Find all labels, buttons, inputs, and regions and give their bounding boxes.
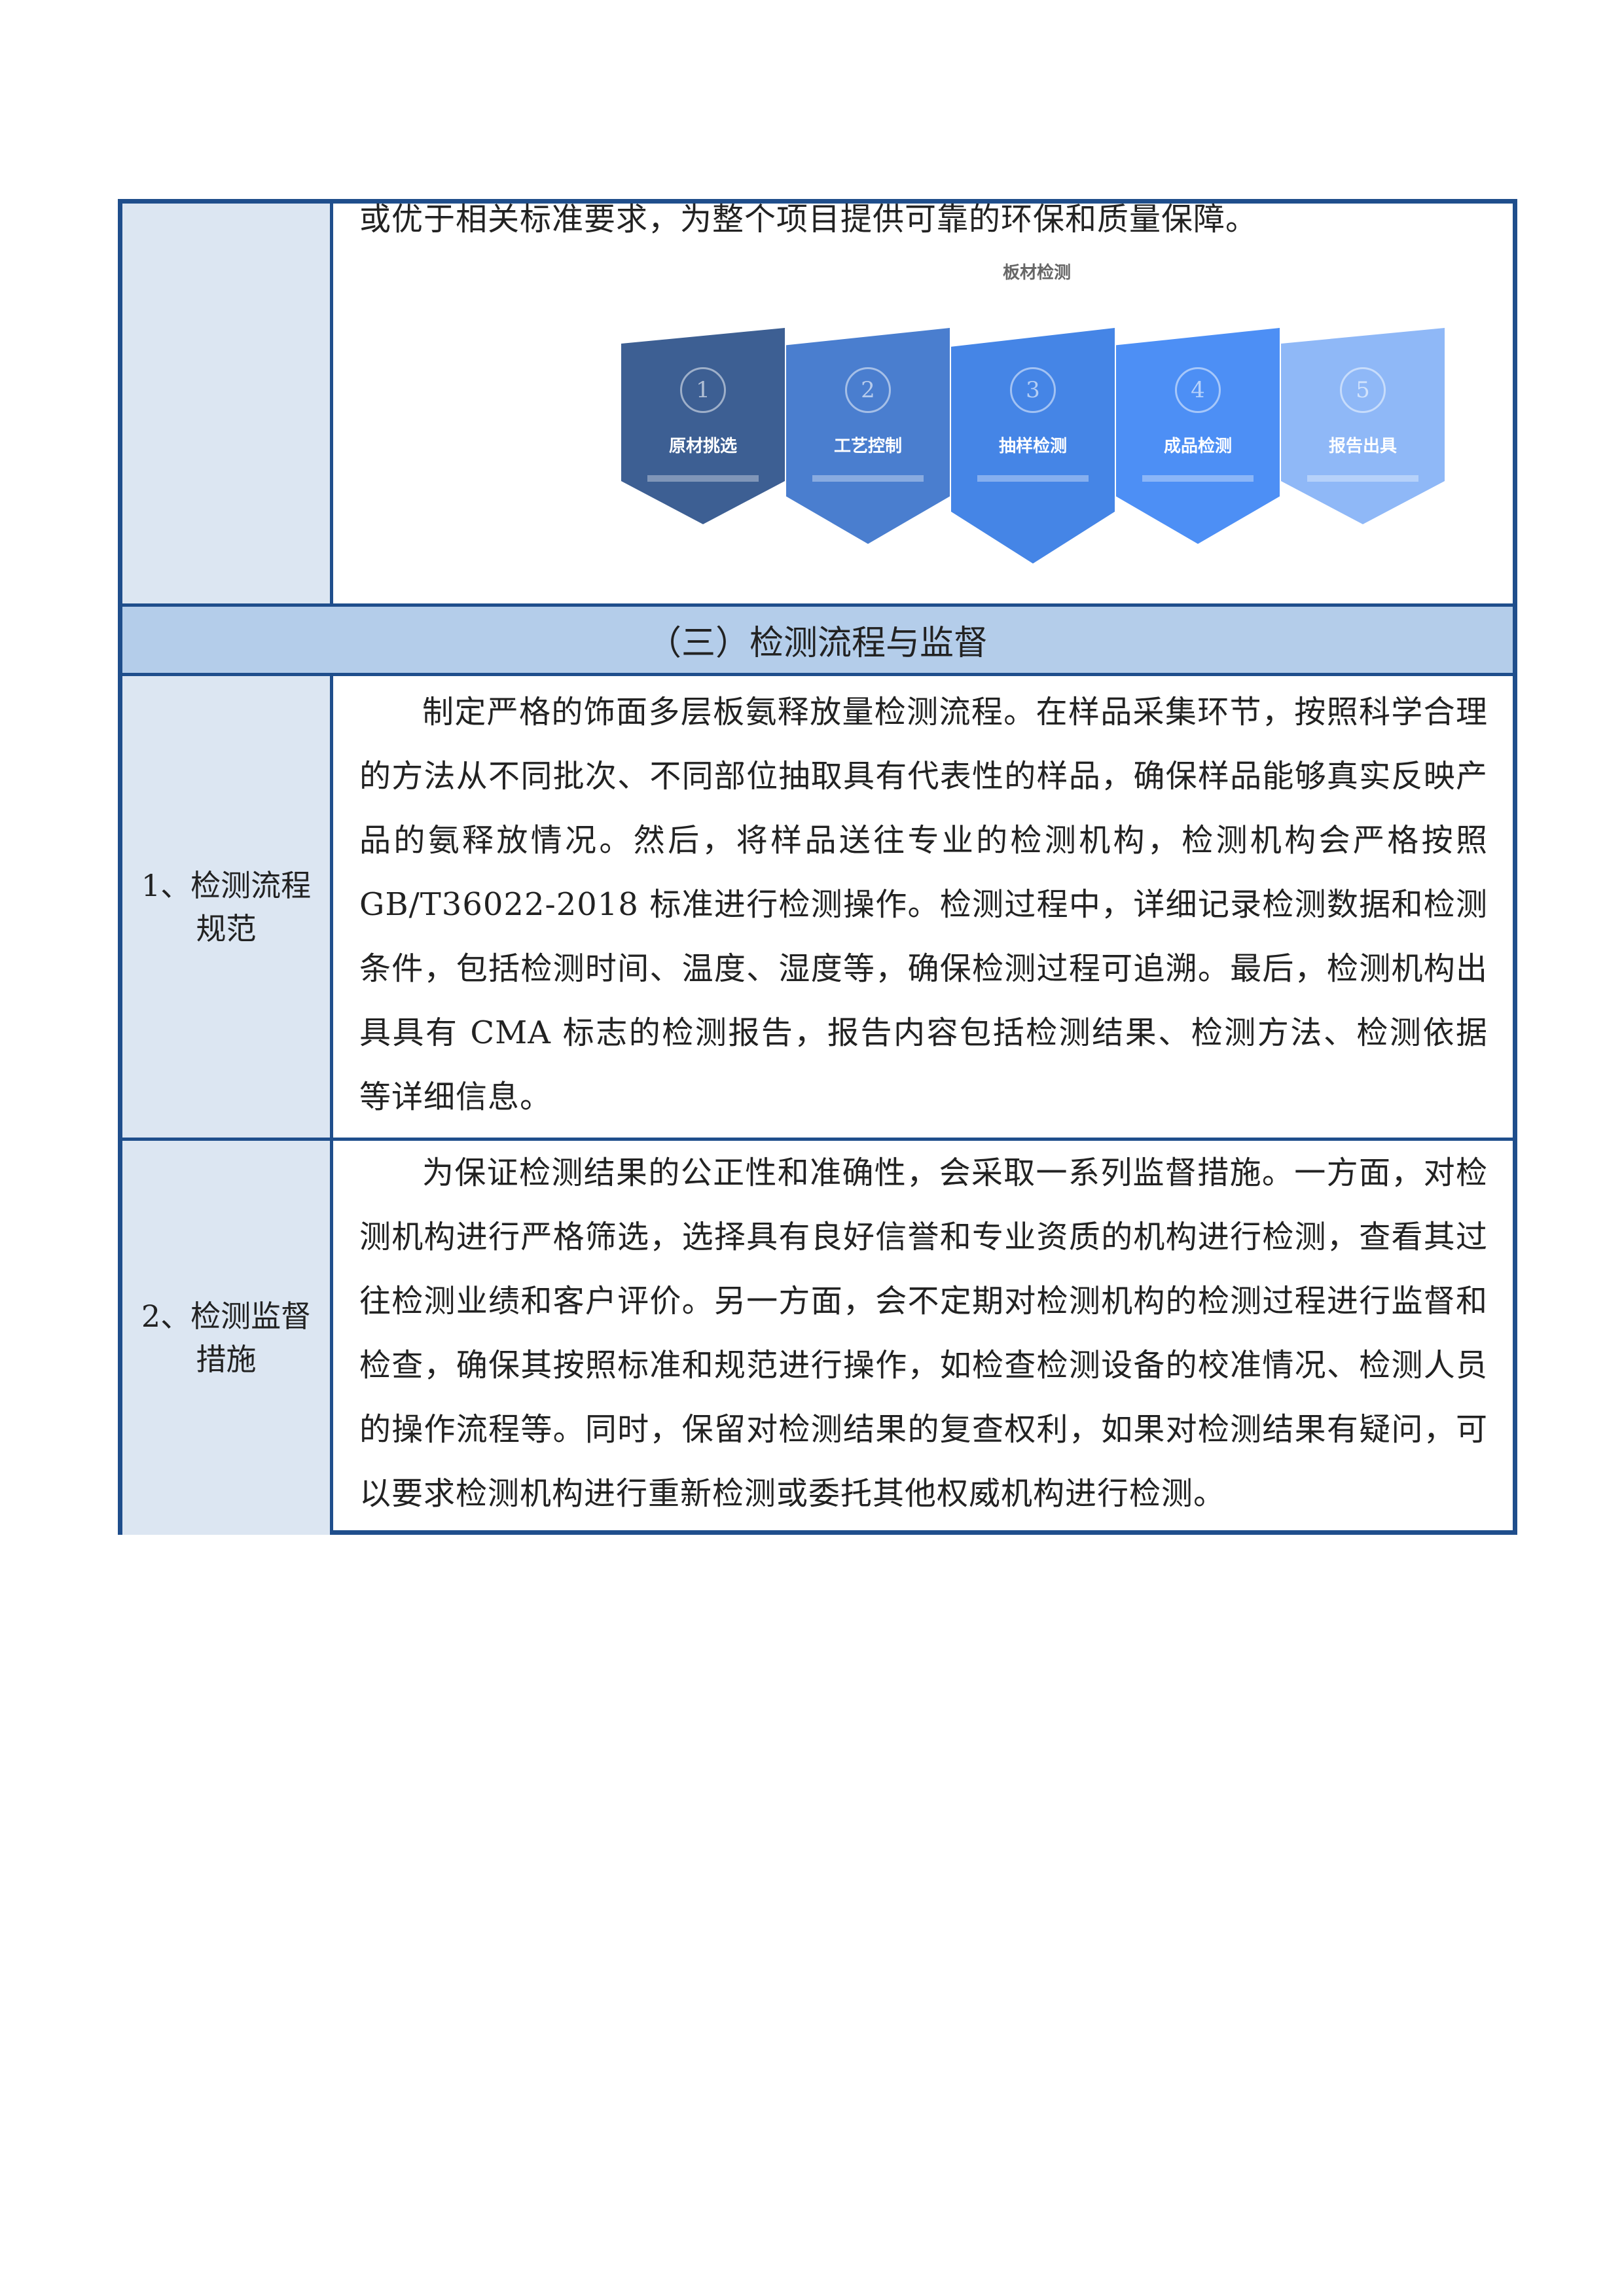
diagram-title: 板材检测 xyxy=(1002,263,1071,283)
diagram-step: 5 报告出具 xyxy=(1281,328,1445,524)
inspection-diagram: 板材检测 1 原材挑选 2 工艺控制 3 抽样检测 4 成品检测 5 报告出具 xyxy=(621,243,1453,564)
paragraph: 或优于相关标准要求，为整个项目提供可靠的环保和质量保障。 xyxy=(359,201,1258,238)
table-row: 或优于相关标准要求，为整个项目提供可靠的环保和质量保障。 板材检测 1 原材挑选 2… xyxy=(122,201,1513,607)
step-label: 报告出具 xyxy=(1328,437,1397,456)
step-label: 成品检测 xyxy=(1163,437,1232,456)
paragraph: 制定严格的饰面多层板氨释放量检测流程。在样品采集环节，按照科学合理的方法从不同批… xyxy=(359,694,1488,1115)
diagram-step: 2 工艺控制 xyxy=(786,328,950,544)
diagram-step: 1 原材挑选 xyxy=(621,328,785,524)
step-description xyxy=(812,475,924,482)
step-label: 抽样检测 xyxy=(998,437,1067,456)
step-label: 工艺控制 xyxy=(833,437,902,456)
diagram-step: 3 抽样检测 xyxy=(951,328,1115,564)
row-label-cell: 2、检测监督措施 xyxy=(122,1141,333,1535)
step-description xyxy=(977,475,1089,482)
row-content-cell: 制定严格的饰面多层板氨释放量检测流程。在样品采集环节，按照科学合理的方法从不同批… xyxy=(333,676,1513,1138)
step-number-icon: 4 xyxy=(1175,367,1221,413)
step-label: 原材挑选 xyxy=(668,437,737,456)
section-header: （三）检测流程与监督 xyxy=(122,607,1513,676)
step-description xyxy=(647,475,759,482)
step-description xyxy=(1142,475,1254,482)
row-label-cell xyxy=(122,204,333,603)
step-number-icon: 3 xyxy=(1010,367,1056,413)
row-label-cell: 1、检测流程规范 xyxy=(122,676,333,1138)
step-description xyxy=(1307,475,1418,482)
diagram-step: 4 成品检测 xyxy=(1116,328,1280,544)
step-number-icon: 5 xyxy=(1340,367,1386,413)
row-content-cell: 或优于相关标准要求，为整个项目提供可靠的环保和质量保障。 板材检测 1 原材挑选 2… xyxy=(333,201,1513,603)
paragraph: 为保证检测结果的公正性和准确性，会采取一系列监督措施。一方面，对检测机构进行严格… xyxy=(359,1155,1488,1512)
table-row: 2、检测监督措施 为保证检测结果的公正性和准确性，会采取一系列监督措施。一方面，… xyxy=(122,1141,1513,1535)
step-number-icon: 2 xyxy=(845,367,891,413)
row-content-cell: 为保证检测结果的公正性和准确性，会采取一系列监督措施。一方面，对检测机构进行严格… xyxy=(333,1141,1513,1535)
step-number-icon: 1 xyxy=(680,367,726,413)
table-row: 1、检测流程规范 制定严格的饰面多层板氨释放量检测流程。在样品采集环节，按照科学… xyxy=(122,676,1513,1141)
content-table: 或优于相关标准要求，为整个项目提供可靠的环保和质量保障。 板材检测 1 原材挑选 2… xyxy=(118,199,1517,1535)
